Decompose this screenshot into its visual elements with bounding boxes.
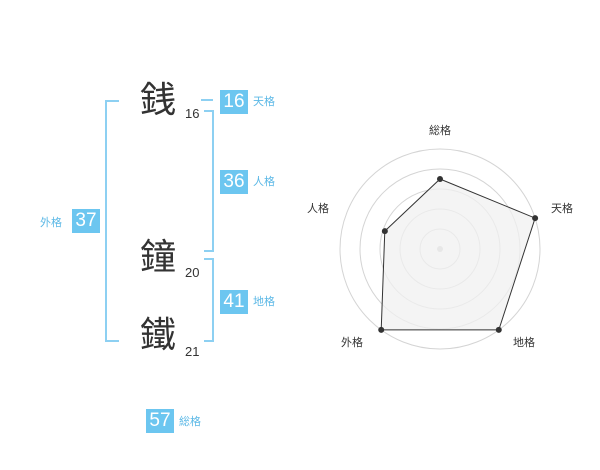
soukaku-value: 57 bbox=[146, 409, 174, 433]
stroke-count-1: 16 bbox=[185, 106, 200, 121]
name-char-3: 鐵 bbox=[140, 315, 177, 356]
chikaku-value: 41 bbox=[220, 290, 248, 314]
jinkaku-bracket bbox=[204, 110, 214, 252]
axis-label-gaikaku: 外格 bbox=[341, 335, 363, 349]
name-char-2: 鐘 bbox=[140, 237, 177, 278]
radar-point-4 bbox=[381, 228, 388, 235]
radar-point-0 bbox=[437, 176, 443, 182]
axis-label-soukaku: 総格 bbox=[429, 123, 451, 137]
stroke-count-2: 20 bbox=[185, 265, 200, 280]
radar-point-2 bbox=[495, 326, 502, 333]
tenkaku-label: 天格 bbox=[253, 95, 275, 108]
axis-label-tenkaku: 天格 bbox=[551, 201, 573, 215]
chikaku-label: 地格 bbox=[253, 295, 275, 308]
jinkaku-value: 36 bbox=[220, 170, 248, 194]
axis-label-chikaku: 地格 bbox=[513, 335, 535, 349]
soukaku-label: 総格 bbox=[179, 415, 201, 428]
gaikaku-bracket bbox=[105, 100, 119, 342]
tenkaku-value: 16 bbox=[220, 90, 248, 114]
name-char-1: 銭 bbox=[140, 80, 177, 121]
radar-ring bbox=[339, 148, 541, 350]
jinkaku-label: 人格 bbox=[253, 175, 275, 188]
radar-points bbox=[378, 176, 539, 333]
stroke-count-3: 21 bbox=[185, 344, 200, 359]
chikaku-bracket bbox=[204, 258, 214, 342]
gaikaku-label: 外格 bbox=[40, 216, 62, 229]
gaikaku-value: 37 bbox=[72, 209, 100, 233]
radar-point-1 bbox=[532, 215, 539, 222]
tenkaku-bracket bbox=[201, 99, 213, 101]
axis-label-jinkaku: 人格 bbox=[307, 201, 329, 215]
radar-point-3 bbox=[378, 326, 385, 333]
radar-polygon bbox=[380, 178, 536, 331]
